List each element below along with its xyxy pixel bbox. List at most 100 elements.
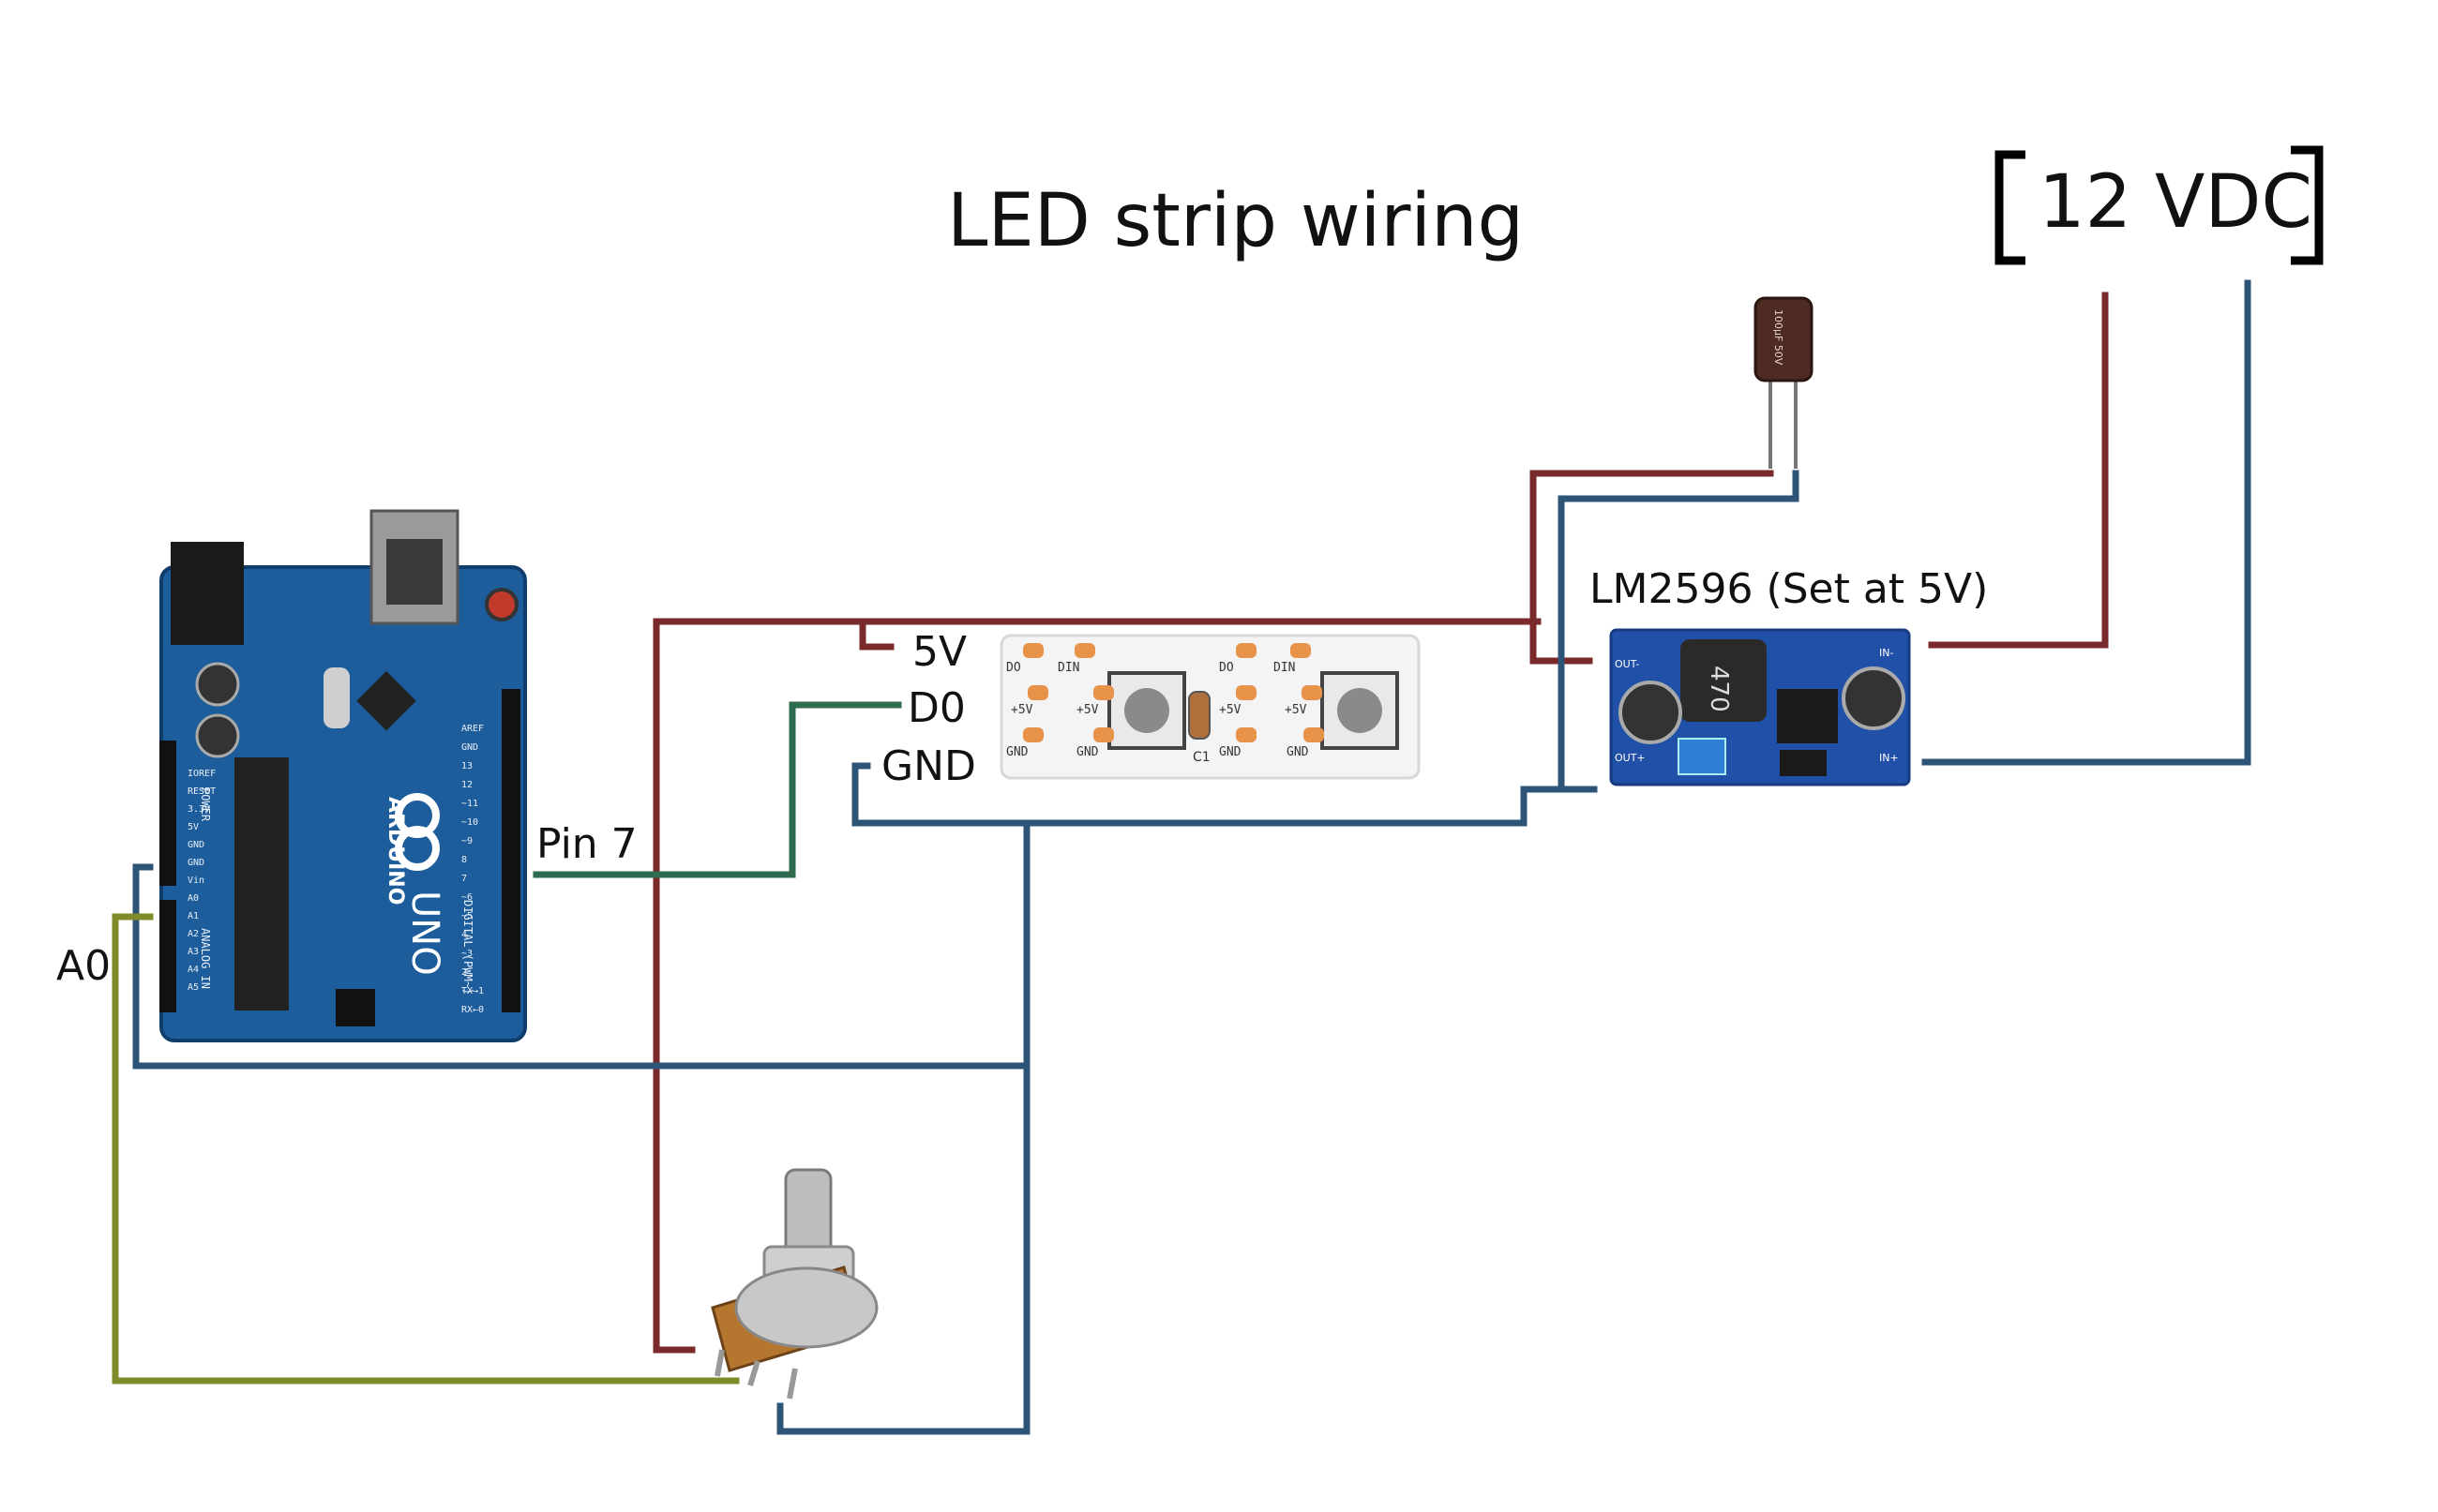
arduino-pin-label: ~6: [461, 892, 473, 903]
arduino-pin-label: IOREF: [188, 769, 216, 779]
wire-12v-ground: [1921, 279, 2251, 766]
buck-inductor-label: 470: [1705, 666, 1733, 712]
header-digital: [502, 689, 520, 1012]
label-a0: A0: [56, 942, 111, 990]
label-d0: D0: [908, 684, 966, 732]
icsp-header: [336, 989, 375, 1026]
buck-inductor: [1680, 639, 1767, 722]
arduino-pin-label: ~5: [461, 911, 473, 921]
led-1-emitter: [1124, 688, 1169, 733]
arduino-uno: ARDUINO UNO POWER ANALOG IN DIGITAL (PWM…: [159, 509, 527, 1042]
strip-pad: [1236, 643, 1257, 658]
buck-pin-out-plus: OUT+: [1615, 752, 1646, 764]
label-5v: 5V: [912, 628, 967, 676]
label-pin7: Pin 7: [536, 820, 638, 868]
strip-pad-label: +5V: [1219, 703, 1242, 717]
arduino-pin-label: A2: [188, 929, 199, 939]
arduino-pin-label: A3: [188, 947, 199, 957]
pot-pin-3: [787, 1368, 798, 1400]
arduino-pin-label: RESET: [188, 786, 216, 797]
arduino-pin-label: GND: [188, 858, 204, 868]
header-analog: [159, 900, 176, 1012]
arduino-pin-label: ~3: [461, 949, 473, 959]
strip-pad-label: +5V: [1011, 703, 1033, 717]
arduino-pin-label: 12: [461, 780, 473, 790]
buck-cap-out: [1618, 681, 1682, 744]
strip-pad: [1028, 685, 1048, 700]
usb-port-inner: [386, 539, 443, 605]
supply-bracket-left: [1994, 150, 2025, 265]
arduino-pin-label: 2: [461, 967, 467, 978]
buck-pin-out-minus: OUT-: [1615, 658, 1639, 670]
strip-pad-label: GND: [1219, 745, 1242, 759]
strip-pad: [1023, 727, 1044, 742]
buck-diode: [1780, 750, 1827, 776]
strip-pad-label: GND: [1076, 745, 1099, 759]
strip-pad: [1290, 643, 1311, 658]
arduino-pin-label: RX←0: [461, 1005, 484, 1015]
strip-pad: [1023, 643, 1044, 658]
buck-chip: [1777, 689, 1838, 743]
arduino-pin-label: 7: [461, 874, 467, 884]
strip-pad: [1093, 685, 1114, 700]
strip-pad-label: +5V: [1076, 703, 1099, 717]
wire-gnd-arduino: [132, 863, 1031, 1070]
wire-gnd-bus: [851, 762, 1598, 827]
buck-converter-module: 470 OUT- OUT+ IN- IN+: [1609, 628, 1911, 786]
arduino-section-digital: DIGITAL (PWM~): [461, 900, 474, 995]
arduino-pin-label: A1: [188, 911, 199, 921]
wire-analog: [112, 913, 740, 1385]
strip-pad: [1303, 727, 1324, 742]
electrolytic-capacitor: 100µF 50V: [1753, 296, 1813, 469]
wire-capacitor-ground: [1558, 470, 1799, 788]
arduino-pin-label: GND: [461, 742, 478, 753]
arduino-pin-label: AREF: [461, 724, 484, 734]
strip-pad-label: +5V: [1285, 703, 1307, 717]
strip-pad: [1236, 727, 1257, 742]
buck-pin-in-minus: IN-: [1879, 647, 1893, 659]
arduino-pin-label: GND: [188, 840, 204, 850]
dc-jack: [171, 542, 244, 645]
power-supply: 12 VDC: [1994, 145, 2324, 265]
strip-pad: [1075, 643, 1095, 658]
crystal: [324, 667, 350, 728]
atmega-chip: [234, 757, 289, 1010]
power-supply-label: 12 VDC: [2039, 160, 2312, 245]
arduino-pin-label: A4: [188, 965, 199, 975]
label-converter: LM2596 (Set at 5V): [1589, 565, 1988, 613]
capacitor-1: [195, 662, 240, 707]
diagram-title: LED strip wiring: [947, 179, 1524, 263]
wire-5v-strip: [859, 618, 895, 651]
arduino-section-analog: ANALOG IN: [199, 928, 212, 989]
pot-housing: [734, 1266, 879, 1349]
strip-pad: [1302, 685, 1322, 700]
strip-pad-label: GND: [1006, 745, 1029, 759]
pot-pin-2: [747, 1360, 760, 1386]
strip-pad-label: DO: [1006, 661, 1021, 675]
arduino-pin-label: A0: [188, 893, 199, 904]
wire-12v-positive: [1928, 292, 2109, 649]
reset-button: [485, 588, 519, 621]
capacitor-marking: 100µF 50V: [1772, 309, 1784, 366]
strip-pad: [1236, 685, 1257, 700]
wires: [112, 279, 2251, 1435]
arduino-pin-label: Vin: [188, 876, 204, 886]
arduino-section-power: POWER: [199, 787, 212, 822]
strip-pad-label: DIN: [1058, 661, 1079, 675]
capacitor-body: [1753, 296, 1813, 382]
arduino-pin-label: ~11: [461, 799, 478, 809]
arduino-logo: ARDUINO UNO: [384, 793, 446, 976]
header-power: [159, 741, 176, 886]
arduino-pin-label: 8: [461, 855, 467, 865]
arduino-pin-label: ~9: [461, 836, 473, 846]
strip-cap-label: C1: [1193, 750, 1211, 765]
arduino-brand: ARDUINO: [384, 797, 407, 905]
potentiometer: [711, 1168, 879, 1400]
arduino-pin-label: ~10: [461, 817, 478, 828]
buck-potentiometer: [1678, 738, 1726, 775]
strip-pad-label: DIN: [1273, 661, 1295, 675]
